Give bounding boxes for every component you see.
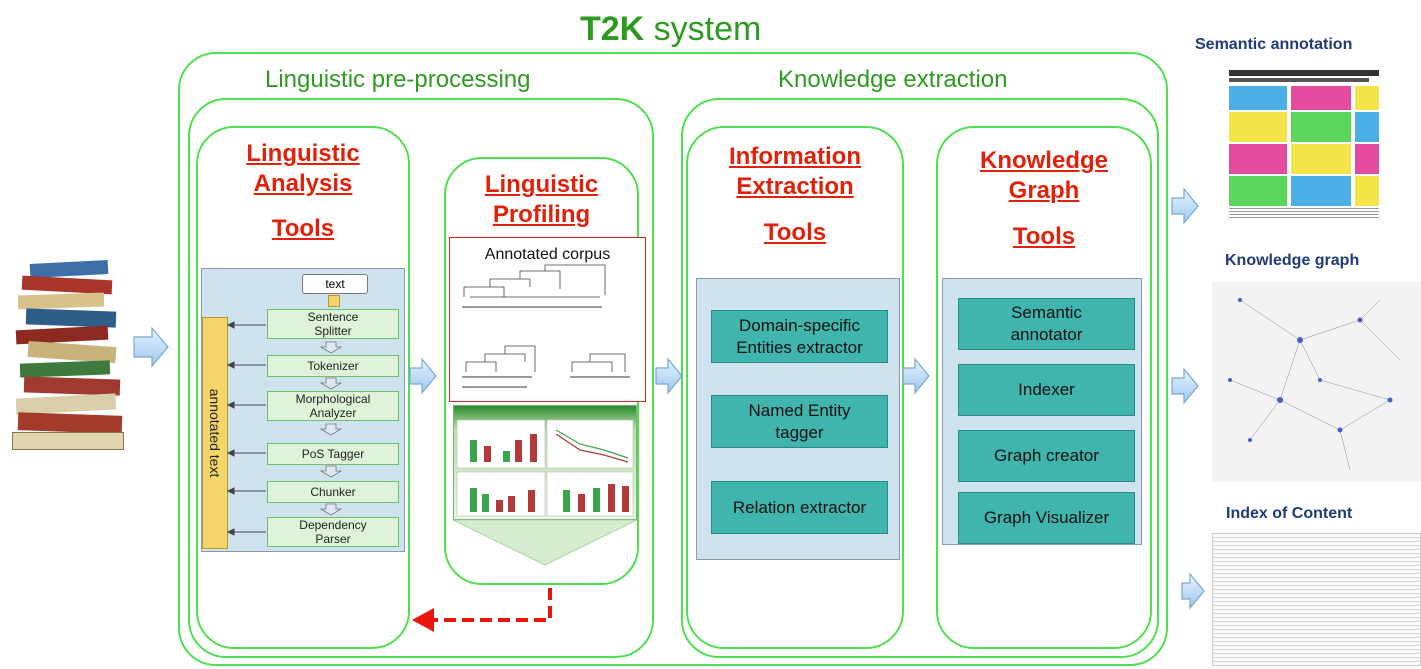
ie-tool-relation-extractor: Relation extractor <box>711 481 888 534</box>
arrow-to-index-of-content <box>1181 572 1205 610</box>
annotated-text-bar: annotated text <box>202 317 228 549</box>
knowledge-graph-sketch <box>1229 299 1401 471</box>
kg-tool-semantic-annotator: Semantic annotator <box>958 298 1135 350</box>
preprocessing-section-title: Linguistic pre-processing <box>265 66 531 93</box>
output-title-semantic-annotation: Semantic annotation <box>1195 36 1353 53</box>
knowledge-graph-nodes <box>1228 298 1393 442</box>
feedback-arrow-head <box>412 608 434 632</box>
system-title: T2K system <box>580 10 761 49</box>
pipeline-step-morphological-analyzer: Morphological Analyzer <box>267 391 399 421</box>
ie-tool-entities-extractor: Domain-specific Entities extractor <box>711 310 888 363</box>
books-stack-icon <box>12 259 132 452</box>
ie-tool-named-entity-tagger: Named Entity tagger <box>711 395 888 448</box>
annotated-corpus-title: Annotated corpus <box>484 246 611 263</box>
semantic-annotation-image <box>1225 68 1383 224</box>
profiling-title-line2: Profiling <box>492 201 591 228</box>
analysis-title-line1: Linguistic <box>246 140 360 167</box>
analysis-pipeline-panel: annotated text text Sentence Splitter To… <box>201 268 405 552</box>
knowledge-tools-label: Tools <box>1012 223 1076 250</box>
system-title-rest: system <box>644 10 762 48</box>
arrow-to-knowledge-graph <box>1171 367 1199 405</box>
text-input-connector <box>328 295 340 307</box>
information-title-line2: Extraction <box>736 173 854 200</box>
information-title: Information Extraction <box>686 142 904 202</box>
annotated-text-arrows <box>226 321 266 536</box>
arrow-analysis-to-profiling <box>409 357 437 395</box>
profiling-title-line1: Linguistic <box>484 171 599 198</box>
pipeline-step-dependency-parser: Dependency Parser <box>267 517 399 547</box>
index-of-content-image <box>1212 533 1421 666</box>
pipeline-step-pos-tagger: PoS Tagger <box>267 443 399 465</box>
kg-tool-graph-creator: Graph creator <box>958 430 1135 482</box>
output-title-index-of-content: Index of Content <box>1226 505 1353 522</box>
information-frame <box>686 126 904 649</box>
extraction-frame <box>681 98 1159 658</box>
system-frame <box>178 52 1168 666</box>
analysis-frame <box>196 126 410 649</box>
arrow-preprocessing-to-extraction <box>655 357 683 395</box>
knowledge-graph-image <box>1212 282 1421 482</box>
output-title-knowledge-graph: Knowledge graph <box>1225 252 1360 269</box>
analysis-tools-label: Tools <box>271 215 335 242</box>
block-arrows <box>133 187 1205 610</box>
information-tools-label: Tools <box>763 219 827 246</box>
feedback-dashed-arrow <box>428 588 552 622</box>
pipeline-connectors <box>319 341 343 516</box>
knowledge-frame <box>936 126 1152 649</box>
profiling-title: Linguistic Profiling <box>444 170 639 230</box>
arrow-to-semantic-annotation <box>1171 187 1199 225</box>
pipeline-step-tokenizer: Tokenizer <box>267 355 399 377</box>
analysis-title-line2: Analysis <box>253 170 353 197</box>
extraction-section-title: Knowledge extraction <box>778 66 1008 93</box>
knowledge-title-line2: Graph <box>1008 177 1080 204</box>
knowledge-title: Knowledge Graph <box>936 146 1152 206</box>
pipeline-step-chunker: Chunker <box>267 481 399 503</box>
knowledge-title-line1: Knowledge <box>979 147 1108 174</box>
profiling-funnel <box>452 519 638 566</box>
text-input-box: text <box>302 274 368 294</box>
annotated-corpus-panel: Annotated corpus <box>449 237 646 402</box>
profiling-mini-charts <box>456 419 634 517</box>
pipeline-step-sentence-splitter: Sentence Splitter <box>267 309 399 339</box>
arrow-ie-to-kg <box>902 357 930 395</box>
arrow-books-to-system <box>133 326 169 368</box>
system-title-bold: T2K <box>580 10 645 48</box>
information-title-line1: Information <box>729 143 861 170</box>
kg-tool-graph-visualizer: Graph Visualizer <box>958 492 1135 544</box>
analysis-title: Linguistic Analysis <box>196 139 410 199</box>
preprocessing-frame <box>188 98 654 658</box>
kg-tool-indexer: Indexer <box>958 364 1135 416</box>
dependency-tree-sketch <box>463 264 626 372</box>
